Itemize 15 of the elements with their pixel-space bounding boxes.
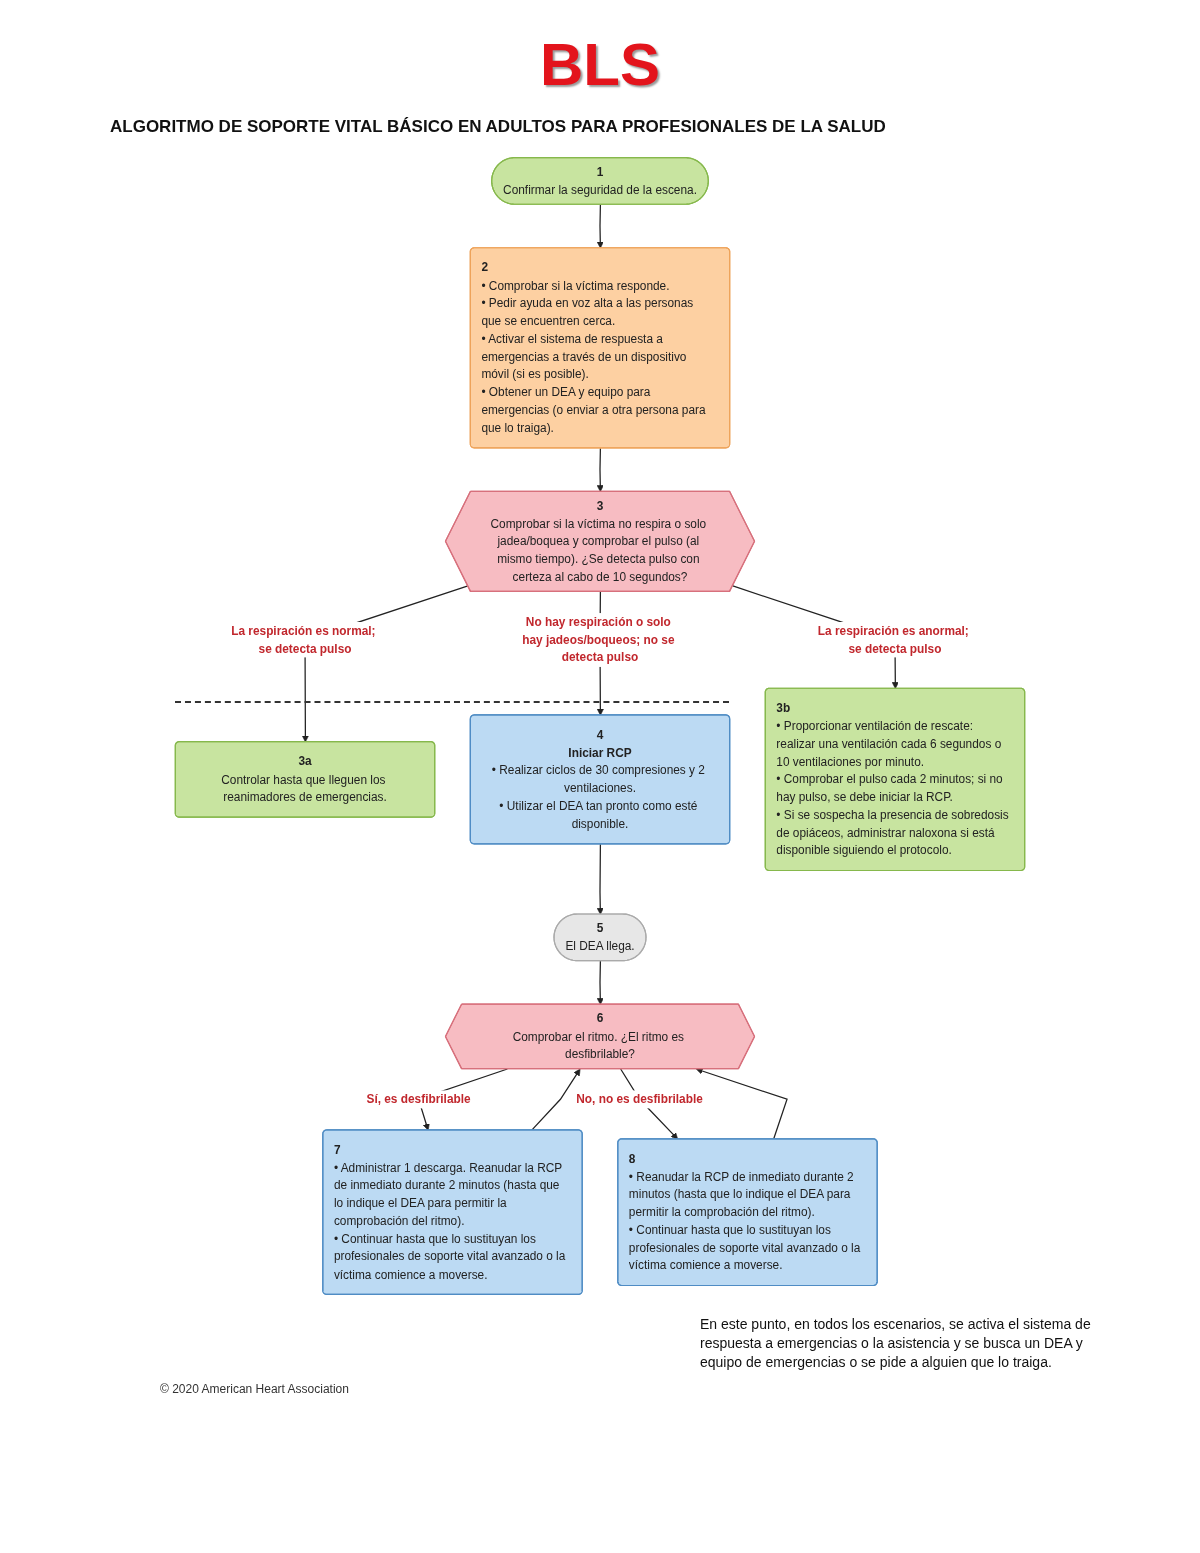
edge-label: No hay respiración o solo hay jadeos/boqueos; no se detecta pulso [522,614,675,664]
copyright-caption: © 2020 American Heart Association [160,1381,349,1396]
arrow [596,843,604,915]
edge-label: No, no es desfibrilable [576,1091,703,1106]
edge-label: La respiración es anormal; se detecta pulso [817,623,969,655]
title: BLS [540,30,660,99]
edge-label: Sí, es desfibrilable [366,1091,471,1106]
edge-label: La respiración es normal; se detecta pulso [231,623,376,655]
arrow [596,960,604,1005]
arrow [596,447,604,493]
arrow [596,204,604,249]
arrow [695,1067,788,1140]
note-text: En este punto, en todos los escenarios, se activa el sistema de respuesta a emergencias o la asistencia y se busca un DEA y equipo de emergencias o se pide a alguien que lo traiga. [700,1315,1092,1372]
arrow [530,1068,581,1131]
subtitle: ALGORITMO DE SOPORTE VITAL BÁSICO EN ADULTOS PARA PROFESIONALES DE LA SALUD [110,117,886,137]
